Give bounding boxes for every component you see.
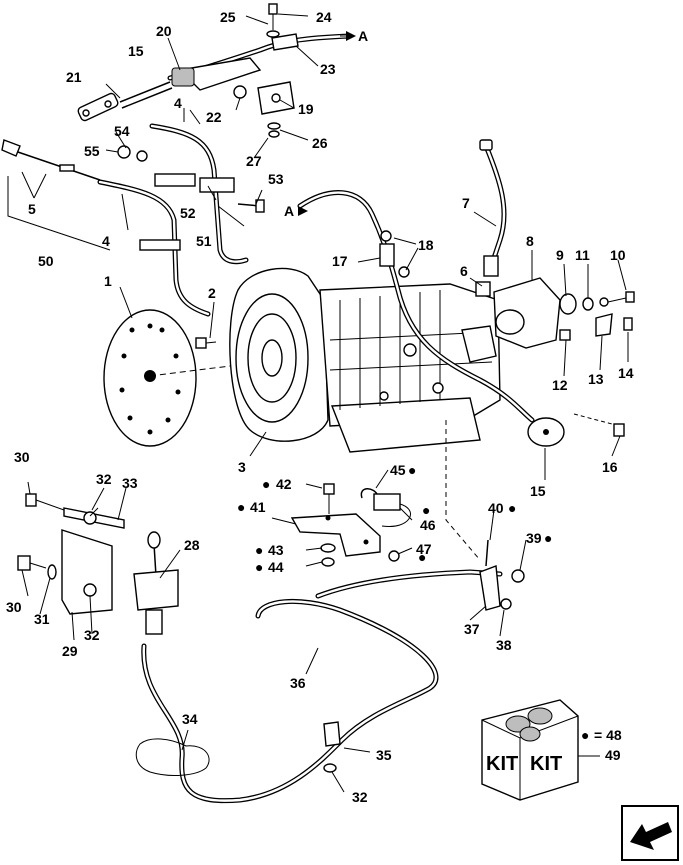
bullet-41: ●: [237, 499, 245, 515]
kit-number: 49: [605, 747, 621, 763]
bullet-46: ●: [422, 502, 430, 518]
callout-9: 9: [556, 247, 564, 263]
kit-bullets: ● ● ● ● ● ● ● ● ●: [237, 462, 552, 575]
callout-54: 54: [114, 123, 130, 139]
top-cable-assembly: [77, 3, 353, 138]
reference-a-top: A: [340, 28, 368, 44]
callout-55: 55: [84, 143, 100, 159]
shift-lever-assembly: [17, 493, 503, 804]
callout-3: 3: [238, 459, 246, 475]
bullet-39: ●: [544, 530, 552, 546]
callout-7: 7: [462, 195, 470, 211]
bullet-43: ●: [255, 542, 263, 558]
callout-32-mid: 32: [84, 627, 100, 643]
callout-37: 37: [464, 621, 480, 637]
callout-24: 24: [316, 9, 332, 25]
callout-40: 40: [488, 500, 504, 516]
bullet-40: ●: [508, 500, 516, 516]
kit-label-left: KIT: [486, 753, 518, 775]
callout-44: 44: [268, 559, 284, 575]
callout-23: 23: [320, 61, 336, 77]
transmission: [229, 267, 561, 453]
callout-39: 39: [526, 530, 542, 546]
callout-43: 43: [268, 542, 284, 558]
control-cables: [297, 139, 635, 447]
callout-41: 41: [250, 499, 266, 515]
callout-31: 31: [34, 611, 50, 627]
callout-20: 20: [156, 23, 172, 39]
callout-numbers: 1 2 3 4 4 5 6 7 8 9 10 11 12 13 14 15 15…: [6, 9, 634, 805]
callout-50: 50: [38, 253, 54, 269]
callout-47: 47: [416, 541, 432, 557]
kit-bullet: ●: [581, 727, 589, 743]
callout-51: 51: [196, 233, 212, 249]
callout-15-lower: 15: [530, 483, 546, 499]
callout-32-upper: 32: [96, 471, 112, 487]
callout-25: 25: [220, 9, 236, 25]
arrow-icon[interactable]: [621, 805, 679, 861]
callout-15-upper: 15: [128, 43, 144, 59]
ref-a-label: A: [358, 28, 368, 44]
callout-10: 10: [610, 247, 626, 263]
kit-label-right: KIT: [530, 753, 562, 775]
callout-45: 45: [390, 462, 406, 478]
callout-46: 46: [420, 517, 436, 533]
callout-5: 5: [28, 201, 36, 217]
callout-17: 17: [332, 253, 348, 269]
callout-1: 1: [104, 273, 112, 289]
callout-22: 22: [206, 109, 222, 125]
kit-bullet-eq: = 48: [594, 727, 622, 743]
callout-30-lower: 30: [6, 599, 22, 615]
cable-end-bracket: [445, 420, 525, 611]
callout-12: 12: [552, 377, 568, 393]
callout-52: 52: [180, 205, 196, 221]
cooler-tubes: [1, 123, 265, 317]
bullet-45: ●: [408, 462, 416, 478]
callout-53: 53: [268, 171, 284, 187]
flex-plate: [103, 309, 263, 447]
callout-14: 14: [618, 365, 634, 381]
cable-bracket: [290, 483, 411, 567]
callout-27: 27: [246, 153, 262, 169]
callout-34: 34: [182, 711, 198, 727]
callout-13: 13: [588, 371, 604, 387]
kit-legend: ● = 48 49: [581, 727, 622, 763]
callout-33: 33: [122, 475, 138, 491]
callout-16: 16: [602, 459, 618, 475]
ref-a-label: A: [284, 203, 294, 219]
callout-35: 35: [376, 747, 392, 763]
callout-38: 38: [496, 637, 512, 653]
reference-a-mid: A: [284, 203, 308, 219]
callout-11: 11: [575, 247, 590, 263]
callout-42: 42: [276, 476, 292, 492]
leader-lines: [21, 13, 629, 793]
bullet-44: ●: [255, 559, 263, 575]
callout-26: 26: [312, 135, 328, 151]
callout-4-lower: 4: [102, 233, 110, 249]
callout-18: 18: [418, 237, 434, 253]
callout-21: 21: [66, 69, 82, 85]
callout-28: 28: [184, 537, 200, 553]
bullet-42: ●: [262, 476, 270, 492]
bullet-47: ●: [418, 549, 426, 565]
callout-6: 6: [460, 263, 468, 279]
callout-4-upper: 4: [174, 95, 182, 111]
callout-2: 2: [208, 285, 216, 301]
callout-30-upper: 30: [14, 449, 30, 465]
callout-29: 29: [62, 643, 78, 659]
callout-19: 19: [298, 101, 314, 117]
kit-box-icon: KIT KIT: [481, 699, 600, 801]
callout-8: 8: [526, 233, 534, 249]
callout-32-lower: 32: [352, 789, 368, 805]
callout-36: 36: [290, 675, 306, 691]
